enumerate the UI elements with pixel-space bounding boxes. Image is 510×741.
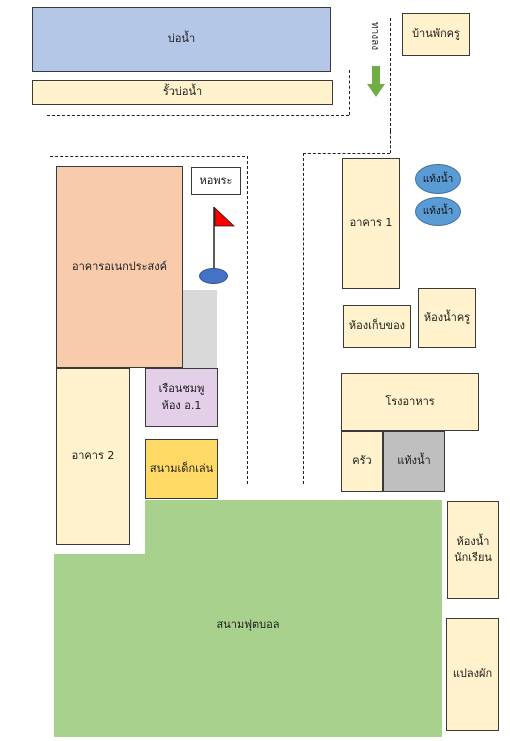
multipurpose-building: อาคารอเนกประสงค์ bbox=[56, 166, 183, 368]
flag-base bbox=[199, 268, 228, 284]
building-1-label: อาคาร 1 bbox=[349, 216, 393, 230]
pond-fence-label: รั้วบ่อน้ำ bbox=[162, 85, 203, 99]
gray-area bbox=[183, 290, 217, 368]
vegetable-plot-label: แปลงผัก bbox=[452, 667, 493, 681]
pond-label: บ่อน้ำ bbox=[167, 32, 196, 46]
student-toilet-line1: ห้องน้ำ bbox=[456, 534, 490, 548]
storage-room: ห้องเก็บของ bbox=[343, 305, 411, 348]
building-2: อาคาร 2 bbox=[56, 368, 130, 545]
flag-icon bbox=[213, 207, 236, 269]
path-top-5 bbox=[390, 131, 391, 153]
path-mid-1 bbox=[50, 156, 245, 157]
path-top-3 bbox=[390, 18, 391, 131]
teacher-toilet: ห้องน้ำครู bbox=[418, 288, 476, 348]
pink-house: เรือนชมพู ห้อง อ.1 bbox=[145, 368, 218, 427]
direction-text: ทางลง bbox=[369, 22, 380, 51]
playground-label: สนามเด็กเล่น bbox=[149, 461, 214, 475]
multipurpose-label: อาคารอเนกประสงค์ bbox=[71, 259, 167, 273]
building-2-label: อาคาร 2 bbox=[71, 449, 115, 463]
storage-label: ห้องเก็บของ bbox=[348, 319, 406, 333]
road-right-line bbox=[303, 153, 304, 484]
teacher-toilet-label: ห้องน้ำครู bbox=[423, 310, 471, 324]
water-tank-2-label: แท้งน้ำ bbox=[422, 206, 454, 217]
path-top-1 bbox=[47, 115, 349, 116]
canteen-tank-label: แท้งน้ำ bbox=[397, 454, 431, 468]
teacher-house-label: บ้านพักครู bbox=[412, 27, 460, 41]
vegetable-plot: แปลงผัก bbox=[446, 618, 499, 731]
building-1: อาคาร 1 bbox=[342, 158, 400, 289]
playground: สนามเด็กเล่น bbox=[145, 439, 218, 499]
path-top-2 bbox=[349, 70, 350, 115]
pond-fence: รั้วบ่อน้ำ bbox=[32, 80, 333, 105]
path-top-4 bbox=[303, 153, 390, 154]
football-field: สนามฟุตบอล bbox=[54, 554, 442, 737]
football-field-label: สนามฟุตบอล bbox=[216, 618, 280, 632]
pink-house-line2: ห้อง อ.1 bbox=[161, 398, 202, 412]
pond: บ่อน้ำ bbox=[32, 7, 331, 72]
pink-house-line1: เรือนชมพู bbox=[158, 382, 205, 395]
canteen-water-tank: แท้งน้ำ bbox=[383, 431, 445, 492]
canteen: โรงอาหาร bbox=[341, 373, 479, 431]
water-tank-1: แท้งน้ำ bbox=[415, 164, 461, 194]
kitchen-label: ครัว bbox=[352, 454, 372, 468]
shrine-label: หอพระ bbox=[199, 173, 233, 187]
football-field-upper bbox=[145, 500, 442, 555]
shrine: หอพระ bbox=[191, 167, 241, 195]
student-toilet: ห้องน้ำ นักเรียน bbox=[447, 501, 499, 599]
teacher-house: บ้านพักครู bbox=[402, 13, 470, 56]
kitchen: ครัว bbox=[341, 431, 383, 492]
student-toilet-line2: นักเรียน bbox=[454, 551, 492, 564]
water-tank-2: แท้งน้ำ bbox=[415, 197, 461, 226]
canteen-label: โรงอาหาร bbox=[385, 394, 435, 408]
road-left-line bbox=[247, 156, 248, 484]
water-tank-1-label: แท้งน้ำ bbox=[422, 173, 454, 185]
down-arrow-icon bbox=[367, 66, 385, 97]
